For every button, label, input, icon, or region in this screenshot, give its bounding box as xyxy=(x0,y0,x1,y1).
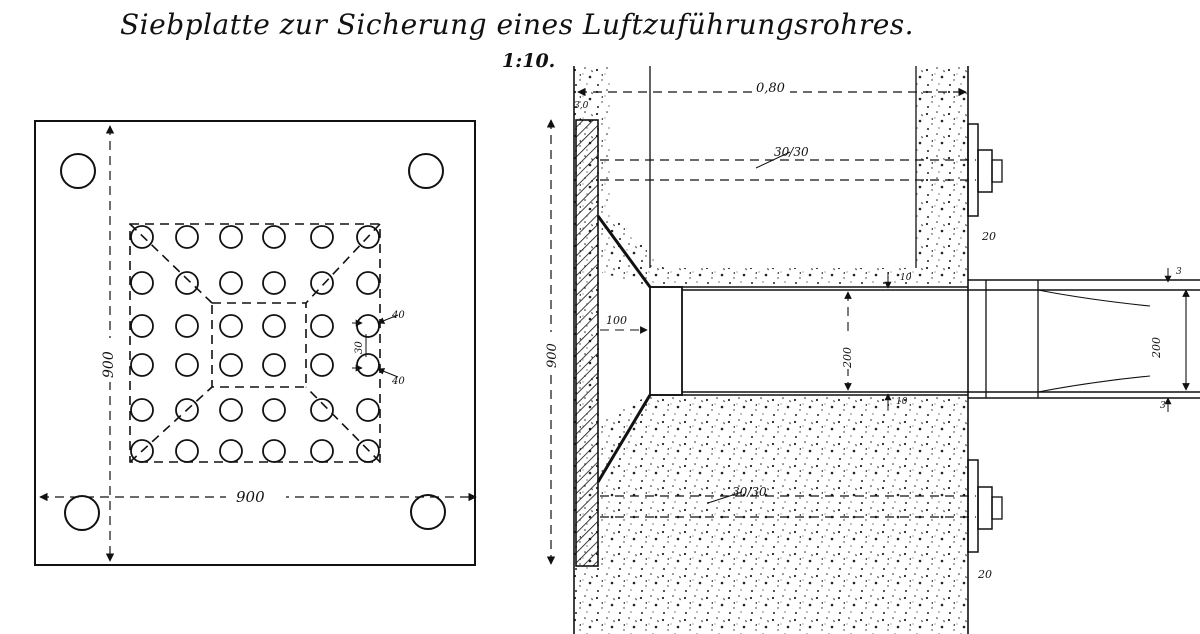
lower-bolt-size: 20 xyxy=(977,568,992,581)
funnel-lower xyxy=(596,394,652,483)
perforation-hole xyxy=(175,439,199,463)
hole-diameter-lower: 40 xyxy=(391,376,405,387)
perforation-hole xyxy=(356,271,380,295)
perforation-hole xyxy=(175,398,199,422)
perforation-hole xyxy=(262,398,286,422)
plate-height-dimension: 900 xyxy=(545,343,560,368)
corner-bolt-hole xyxy=(60,153,96,189)
perforation-hole xyxy=(130,353,154,377)
perforation-hole xyxy=(310,439,334,463)
upper-bolt-label: 30/30 xyxy=(774,145,809,159)
plate-outline xyxy=(34,120,476,566)
perforation-hole xyxy=(356,225,380,249)
pipe-wall-right-lower: 3 xyxy=(1160,401,1166,411)
perforation-hole xyxy=(130,398,154,422)
perforation-hole xyxy=(130,439,154,463)
drawing-title: Siebplatte zur Sicherung eines Luftzufüh… xyxy=(120,8,915,41)
lower-bolt-label: 30/30 xyxy=(732,485,767,499)
perforation-hole xyxy=(262,225,286,249)
perforation-hole xyxy=(219,314,243,338)
perforation-hole xyxy=(175,271,199,295)
corner-bolt-hole xyxy=(410,494,446,530)
width-dimension: 900 xyxy=(236,488,265,506)
perforation-hole xyxy=(130,271,154,295)
plan-view: 900 900 40 40 30 xyxy=(34,120,477,566)
pipe-diameter-right: 200 xyxy=(1150,337,1163,359)
scale-label: 1:10. xyxy=(502,50,556,72)
pipe-wall-lower: 10 xyxy=(896,397,908,407)
concrete-wall xyxy=(574,66,968,634)
perforation-hole xyxy=(310,353,334,377)
pipe-taper xyxy=(1037,289,1151,393)
hole-spacing: 30 xyxy=(354,341,365,354)
perforation-hole xyxy=(219,353,243,377)
perforation-hole xyxy=(175,314,199,338)
perforation-hole xyxy=(130,314,154,338)
pipe-diameter-dimension: 200 xyxy=(841,347,854,369)
perforation-hole xyxy=(175,353,199,377)
wall-thickness-dimension: 0,80 xyxy=(756,81,785,96)
perforation-hole xyxy=(219,398,243,422)
perforation-hole xyxy=(356,439,380,463)
perforation-hole xyxy=(175,225,199,249)
perforation-hole xyxy=(310,271,334,295)
perforation-hole xyxy=(356,398,380,422)
transition-lines xyxy=(129,223,381,463)
gap-dimension: 100 xyxy=(606,314,627,327)
perforation-hole xyxy=(262,271,286,295)
perforation-holes xyxy=(130,225,380,463)
corner-bolt-hole xyxy=(408,153,444,189)
perforation-hole xyxy=(219,439,243,463)
upper-bolt xyxy=(967,123,1003,217)
plate-thickness-dimension: 3,0 xyxy=(574,101,589,111)
perforation-hole xyxy=(310,225,334,249)
hole-diameter-upper: 40 xyxy=(391,310,405,321)
inner-pipe-outline xyxy=(211,302,307,388)
sieve-plate xyxy=(575,119,599,567)
upper-bolt-size: 20 xyxy=(981,230,996,243)
perforation-hole xyxy=(219,271,243,295)
perforation-hole xyxy=(356,314,380,338)
perforation-hole xyxy=(262,314,286,338)
perforation-hole xyxy=(262,353,286,377)
pipe-wall-upper: 10 xyxy=(900,273,912,283)
perforation-hole xyxy=(356,353,380,377)
perforation-hole xyxy=(219,225,243,249)
perforation-hole xyxy=(310,314,334,338)
pipe-wall-right-upper: 3 xyxy=(1176,267,1182,277)
perforation-hole xyxy=(130,225,154,249)
funnel-upper xyxy=(596,215,652,288)
corner-bolt-hole xyxy=(64,495,100,531)
pipe-inlet xyxy=(649,286,683,396)
height-dimension: 900 xyxy=(101,351,117,378)
section-view: 0,80 3,0 900 30/30 30/30 20 20 100 200 2… xyxy=(542,66,1200,634)
lower-bolt xyxy=(967,459,1003,553)
perforation-hole xyxy=(262,439,286,463)
perforation-hole xyxy=(310,398,334,422)
perforated-area-outline xyxy=(129,223,381,463)
